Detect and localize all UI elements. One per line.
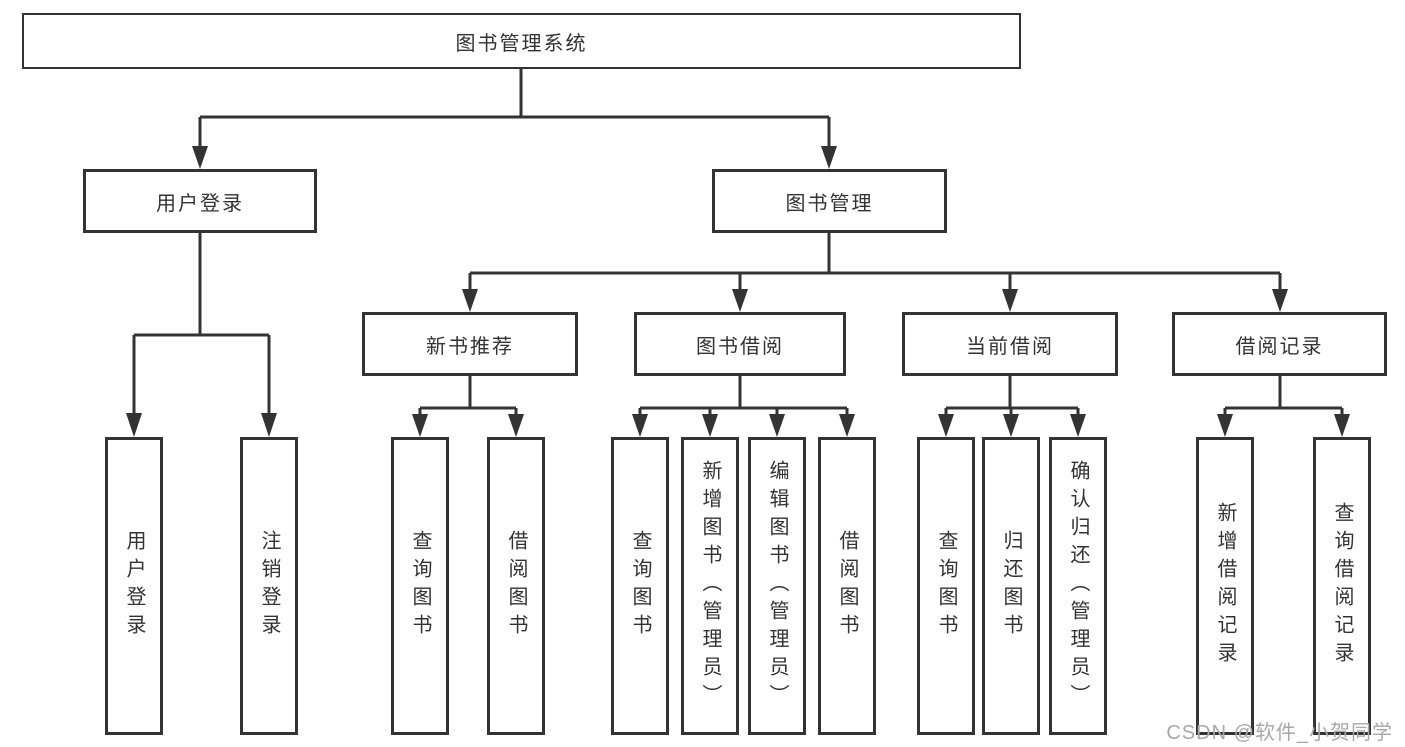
leaf-label: 确认归还（管理员） xyxy=(1067,460,1089,712)
arrowhead xyxy=(1003,414,1019,437)
arrowhead xyxy=(126,413,142,437)
arrowhead xyxy=(508,414,524,437)
leaf-confirm-return-admin: 确认归还（管理员） xyxy=(1049,437,1107,735)
arrowhead xyxy=(1070,414,1086,437)
leaf-label: 借阅图书 xyxy=(505,530,527,642)
node-current-borrow: 当前借阅 xyxy=(902,312,1118,376)
arrowhead xyxy=(1334,414,1350,437)
connector xyxy=(944,376,1080,416)
leaf-label: 归还图书 xyxy=(1000,530,1022,642)
connector xyxy=(418,376,518,416)
arrowhead xyxy=(732,289,748,312)
leaf-return-books: 归还图书 xyxy=(982,437,1040,735)
leaf-label: 用户登录 xyxy=(123,530,145,642)
leaf-add-borrow-record: 新增借阅记录 xyxy=(1196,437,1254,735)
connector xyxy=(198,69,831,150)
node-user-login: 用户登录 xyxy=(83,169,317,233)
leaf-borrow-books-recommend: 借阅图书 xyxy=(487,437,545,735)
csdn-watermark: CSDN @软件_小贺同学 xyxy=(1166,722,1393,744)
arrowhead xyxy=(702,414,718,437)
leaf-label: 查询图书 xyxy=(409,530,431,642)
arrowhead xyxy=(462,289,478,312)
arrowhead xyxy=(1272,289,1288,312)
leaf-user-login: 用户登录 xyxy=(105,437,163,735)
arrowhead xyxy=(839,414,855,437)
leaf-query-books-borrow: 查询图书 xyxy=(611,437,669,735)
arrowhead xyxy=(192,146,208,169)
leaf-borrow-books: 借阅图书 xyxy=(818,437,876,735)
leaf-label: 借阅图书 xyxy=(836,530,858,642)
arrowhead xyxy=(821,146,837,169)
arrowhead xyxy=(1002,289,1018,312)
connector xyxy=(132,233,271,416)
node-label: 新书推荐 xyxy=(426,335,514,358)
node-label: 用户登录 xyxy=(156,192,244,215)
connector xyxy=(638,376,849,416)
node-label: 借阅记录 xyxy=(1235,335,1324,358)
leaf-label: 编辑图书（管理员） xyxy=(766,460,788,712)
arrowhead xyxy=(938,414,954,437)
node-book-management: 图书管理 xyxy=(712,169,947,233)
node-label: 当前借阅 xyxy=(966,335,1054,358)
leaf-label: 新增图书（管理员） xyxy=(699,460,721,712)
leaf-label: 查询借阅记录 xyxy=(1331,502,1353,670)
node-book-borrow: 图书借阅 xyxy=(634,312,846,376)
node-label: 图书管理系统 xyxy=(455,32,588,55)
leaf-label: 注销登录 xyxy=(258,530,280,642)
node-root-system: 图书管理系统 xyxy=(22,13,1021,69)
arrowhead xyxy=(261,413,277,437)
arrowhead xyxy=(1217,414,1233,437)
leaf-logout: 注销登录 xyxy=(240,437,298,735)
leaf-label: 查询图书 xyxy=(935,530,957,642)
leaf-label: 查询图书 xyxy=(629,530,651,642)
leaf-query-books-current: 查询图书 xyxy=(917,437,975,735)
node-label: 图书借阅 xyxy=(696,335,784,358)
leaf-edit-books-admin: 编辑图书（管理员） xyxy=(748,437,806,735)
node-borrow-records: 借阅记录 xyxy=(1172,312,1387,376)
leaf-add-books-admin: 新增图书（管理员） xyxy=(681,437,739,735)
arrowhead xyxy=(632,414,648,437)
leaf-query-books-recommend: 查询图书 xyxy=(391,437,449,735)
connector xyxy=(1223,376,1344,416)
node-label: 图书管理 xyxy=(785,192,874,215)
node-new-book-recommend: 新书推荐 xyxy=(362,312,578,376)
arrowhead xyxy=(412,414,428,437)
arrowhead xyxy=(769,414,785,437)
leaf-query-borrow-record: 查询借阅记录 xyxy=(1313,437,1371,735)
connector xyxy=(468,233,1282,291)
leaf-label: 新增借阅记录 xyxy=(1214,502,1236,670)
